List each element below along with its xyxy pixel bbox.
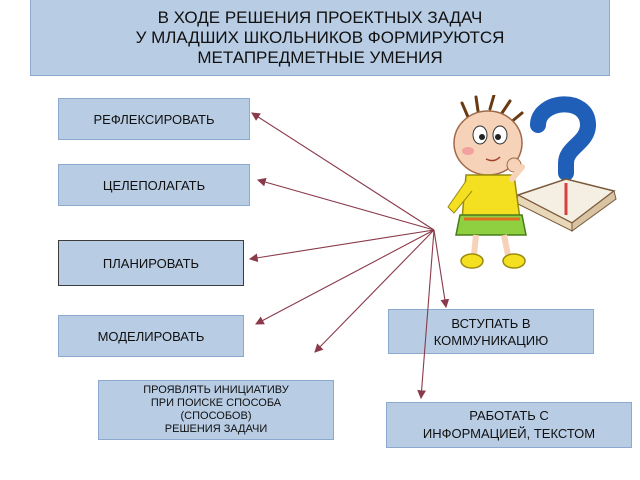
skill-goal-setting: ЦЕЛЕПОЛАГАТЬ [58,164,250,206]
open-book-icon [515,178,617,232]
skill-planning: ПЛАНИРОВАТЬ [58,240,244,286]
arrow-to-goal-setting [256,177,435,231]
arrow-to-initiative [314,229,435,353]
skill-communication: ВСТУПАТЬ В КОММУНИКАЦИЮ [388,309,594,354]
arrow-to-modeling [255,229,435,325]
skill-communication-label: ВСТУПАТЬ В КОММУНИКАЦИЮ [433,315,549,348]
arrow-to-communication [433,229,450,309]
title-box: В ХОДЕ РЕШЕНИЯ ПРОЕКТНЫХ ЗАДАЧ У МЛАДШИХ… [30,0,610,76]
title-text: В ХОДЕ РЕШЕНИЯ ПРОЕКТНЫХ ЗАДАЧ У МЛАДШИХ… [135,8,505,67]
skill-reflect-label: РЕФЛЕКСИРОВАТЬ [93,111,215,127]
skill-goal-setting-label: ЦЕЛЕПОЛАГАТЬ [102,177,206,193]
skill-information: РАБОТАТЬ С ИНФОРМАЦИЕЙ, ТЕКСТОМ [386,402,632,448]
skill-planning-label: ПЛАНИРОВАТЬ [102,255,200,271]
arrow-to-information [417,229,435,400]
child-figure [447,95,527,269]
skill-initiative-label: ПРОЯВЛЯТЬ ИНИЦИАТИВУ ПРИ ПОИСКЕ СПОСОБА … [143,384,289,435]
skill-modeling: МОДЕЛИРОВАТЬ [58,315,244,357]
arrow-to-planning [248,229,435,263]
child-with-book-illustration [447,95,617,269]
skill-reflect: РЕФЛЕКСИРОВАТЬ [58,98,250,140]
skill-modeling-label: МОДЕЛИРОВАТЬ [97,328,205,344]
skill-initiative: ПРОЯВЛЯТЬ ИНИЦИАТИВУ ПРИ ПОИСКЕ СПОСОБА … [98,380,334,440]
arrow-to-reflect [251,112,435,231]
skill-information-label: РАБОТАТЬ С ИНФОРМАЦИЕЙ, ТЕКСТОМ [422,408,596,441]
